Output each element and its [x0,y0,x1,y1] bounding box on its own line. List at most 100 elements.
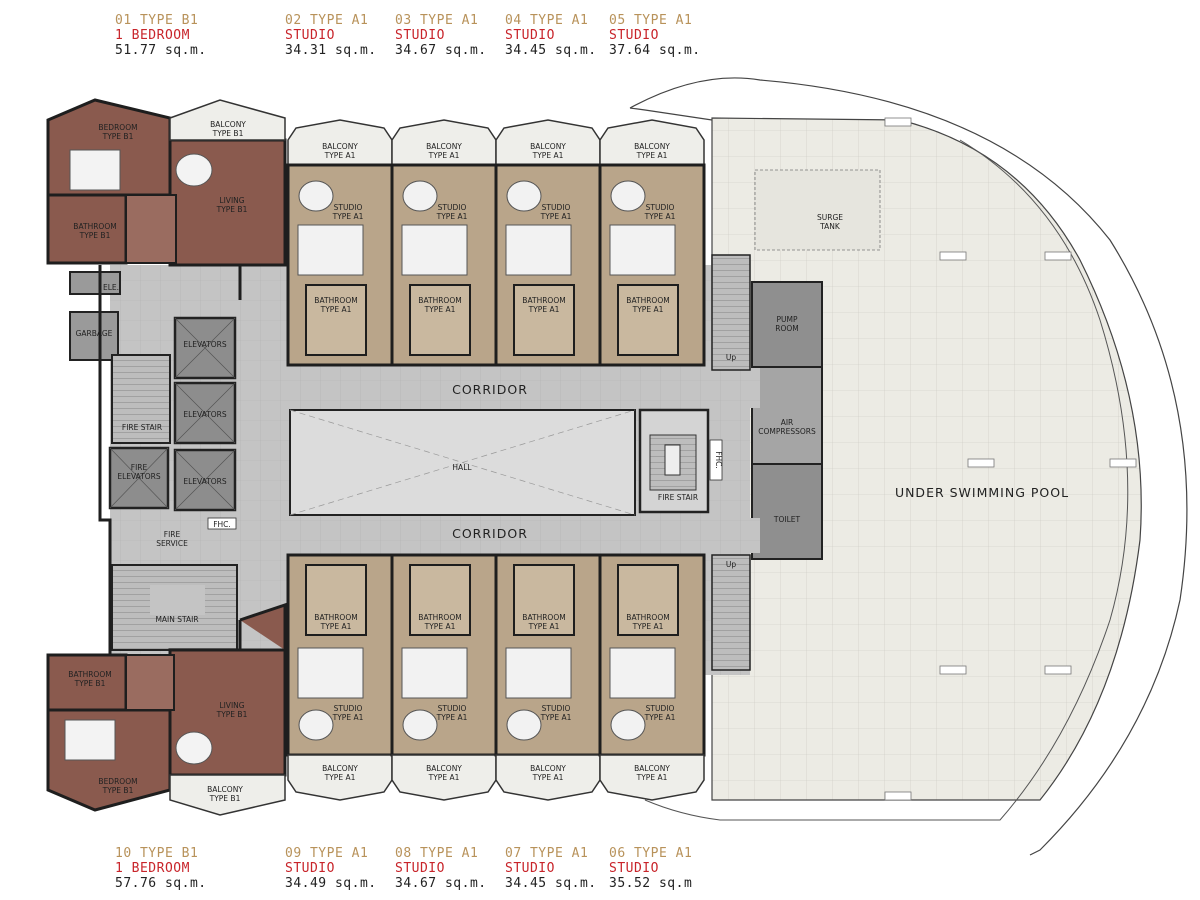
unit-01-bedroom-label: BEDROOM [98,123,137,132]
unit-02-studio-label-2: TYPE A1 [332,212,364,221]
unit-06-bathroom-label: BATHROOM [626,613,669,622]
unit-03-bathroom [409,284,471,356]
fire-stair-left [111,354,171,444]
unit-02-chair [298,180,334,212]
unit-01-kitchen [125,194,177,264]
unit-06-studio-label: STUDIO [646,704,675,713]
unit-kind: STUDIO [609,861,659,876]
unit-09-bathroom [305,564,367,636]
unit-01-bedroom-label-2: TYPE B1 [102,132,134,141]
toilet-room [751,463,823,560]
pump-room-label-2: ROOM [775,324,799,333]
air-compressors-label: AIR [781,418,794,427]
unit-04-studio-label: STUDIO [542,203,571,212]
unit-05-studio-label-2: TYPE A1 [644,212,676,221]
unit-03-bathroom-label-2: TYPE A1 [424,305,456,314]
unit-08-balcony-label: BALCONY [426,764,462,773]
unit-08-bathroom [409,564,471,636]
unit-07-bathroom [513,564,575,636]
unit-04-balcony-label: BALCONY [530,142,566,151]
garbage-room [69,311,119,361]
unit-number: 05 TYPE A1 [609,13,693,28]
unit-01-living-label-2: TYPE B1 [216,205,248,214]
unit-06-studio-label-2: TYPE A1 [644,713,676,722]
lower-corridor-label: CORRIDOR [452,526,528,541]
fhc-left-label: FHC. [213,520,231,529]
unit-area: 35.52 sq.m [609,876,693,891]
main-stair-label: MAIN STAIR [155,615,198,624]
upper-corridor-label: CORRIDOR [452,382,528,397]
unit-10-balcony-label: BALCONY [207,785,243,794]
toilet-label: TOILET [773,515,801,524]
unit-kind: STUDIO [395,28,445,43]
unit-05-chair [610,180,646,212]
unit-area: 37.64 sq.m. [609,43,701,58]
unit-08-bathroom-label: BATHROOM [418,613,461,622]
unit-02-balcony-label-2: TYPE A1 [324,151,356,160]
unit-area: 34.45 sq.m. [505,43,597,58]
unit-05-balcony-label-2: TYPE A1 [636,151,668,160]
unit-05-balcony-label: BALCONY [634,142,670,151]
unit-area: 34.45 sq.m. [505,876,597,891]
unit-10-balcony-label-2: TYPE B1 [209,794,241,803]
unit-number: 01 TYPE B1 [115,13,199,28]
unit-label-08: 08 TYPE A1 STUDIO 34.67 sq.m. [395,846,487,891]
stair-up-bottom-label: Up [726,560,736,569]
unit-06-balcony [599,754,705,801]
unit-03-bed [401,224,468,276]
unit-10-kitchen [125,654,175,711]
unit-kind: STUDIO [395,861,445,876]
fire-service-label: FIRE [164,530,181,539]
unit-01-balcony-label-2: TYPE B1 [212,129,244,138]
unit-area: 34.67 sq.m. [395,43,487,58]
unit-area: 34.31 sq.m. [285,43,377,58]
unit-number: 08 TYPE A1 [395,846,479,861]
elevator-3-label: ELEVATORS [183,477,227,486]
unit-number: 02 TYPE A1 [285,13,369,28]
garbage-label: GARBAGE [76,329,113,338]
fire-service-label-2: SERVICE [156,539,188,548]
elevator-1-label: ELEVATORS [183,340,227,349]
unit-06-chair [610,709,646,741]
unit-kind: STUDIO [609,28,659,43]
unit-08-bed [401,647,468,699]
unit-10-living-label: LIVING [219,701,244,710]
lower-corridor [240,518,760,553]
unit-label-02: 02 TYPE A1 STUDIO 34.31 sq.m. [285,13,377,58]
unit-06-bathroom-label-2: TYPE A1 [632,622,664,631]
fire-elevator-label-2: ELEVATORS [117,472,161,481]
unit-kind: 1 BEDROOM [115,861,190,876]
unit-kind: STUDIO [505,28,555,43]
surge-tank-label: SURGE [817,213,843,222]
unit-area: 34.49 sq.m. [285,876,377,891]
pool-inner-curve [644,139,1129,821]
unit-number: 04 TYPE A1 [505,13,589,28]
ele-room [69,271,121,295]
stair-up-bottom [711,554,751,671]
unit-08-bathroom-label-2: TYPE A1 [424,622,456,631]
unit-06-bed [609,647,676,699]
fire-elevator-label: FIRE [131,463,148,472]
unit-label-05: 05 TYPE A1 STUDIO 37.64 sq.m. [609,13,701,58]
unit-01-bathroom-label-2: TYPE B1 [79,231,111,240]
fire-stair-left-label: FIRE STAIR [122,423,162,432]
fhc-right-label: FHC. [714,451,723,469]
unit-kind: STUDIO [505,861,555,876]
hall-label: HALL [452,463,472,472]
unit-03-bathroom-label: BATHROOM [418,296,461,305]
unit-10-bedroom-label-2: TYPE B1 [102,786,134,795]
unit-03-balcony-label-2: TYPE A1 [428,151,460,160]
pump-room [751,281,823,368]
unit-label-07: 07 TYPE A1 STUDIO 34.45 sq.m. [505,846,597,891]
air-compressors-label-2: COMPRESSORS [758,427,816,436]
unit-10-bathroom-label: BATHROOM [68,670,111,679]
unit-03-balcony-label: BALCONY [426,142,462,151]
unit-06-balcony-label-2: TYPE A1 [636,773,668,782]
unit-01-bathroom [46,193,128,265]
unit-09-studio-label: STUDIO [334,704,363,713]
surge-tank [754,169,881,251]
unit-04-bathroom [513,284,575,356]
unit-01-balcony-label: BALCONY [210,120,246,129]
